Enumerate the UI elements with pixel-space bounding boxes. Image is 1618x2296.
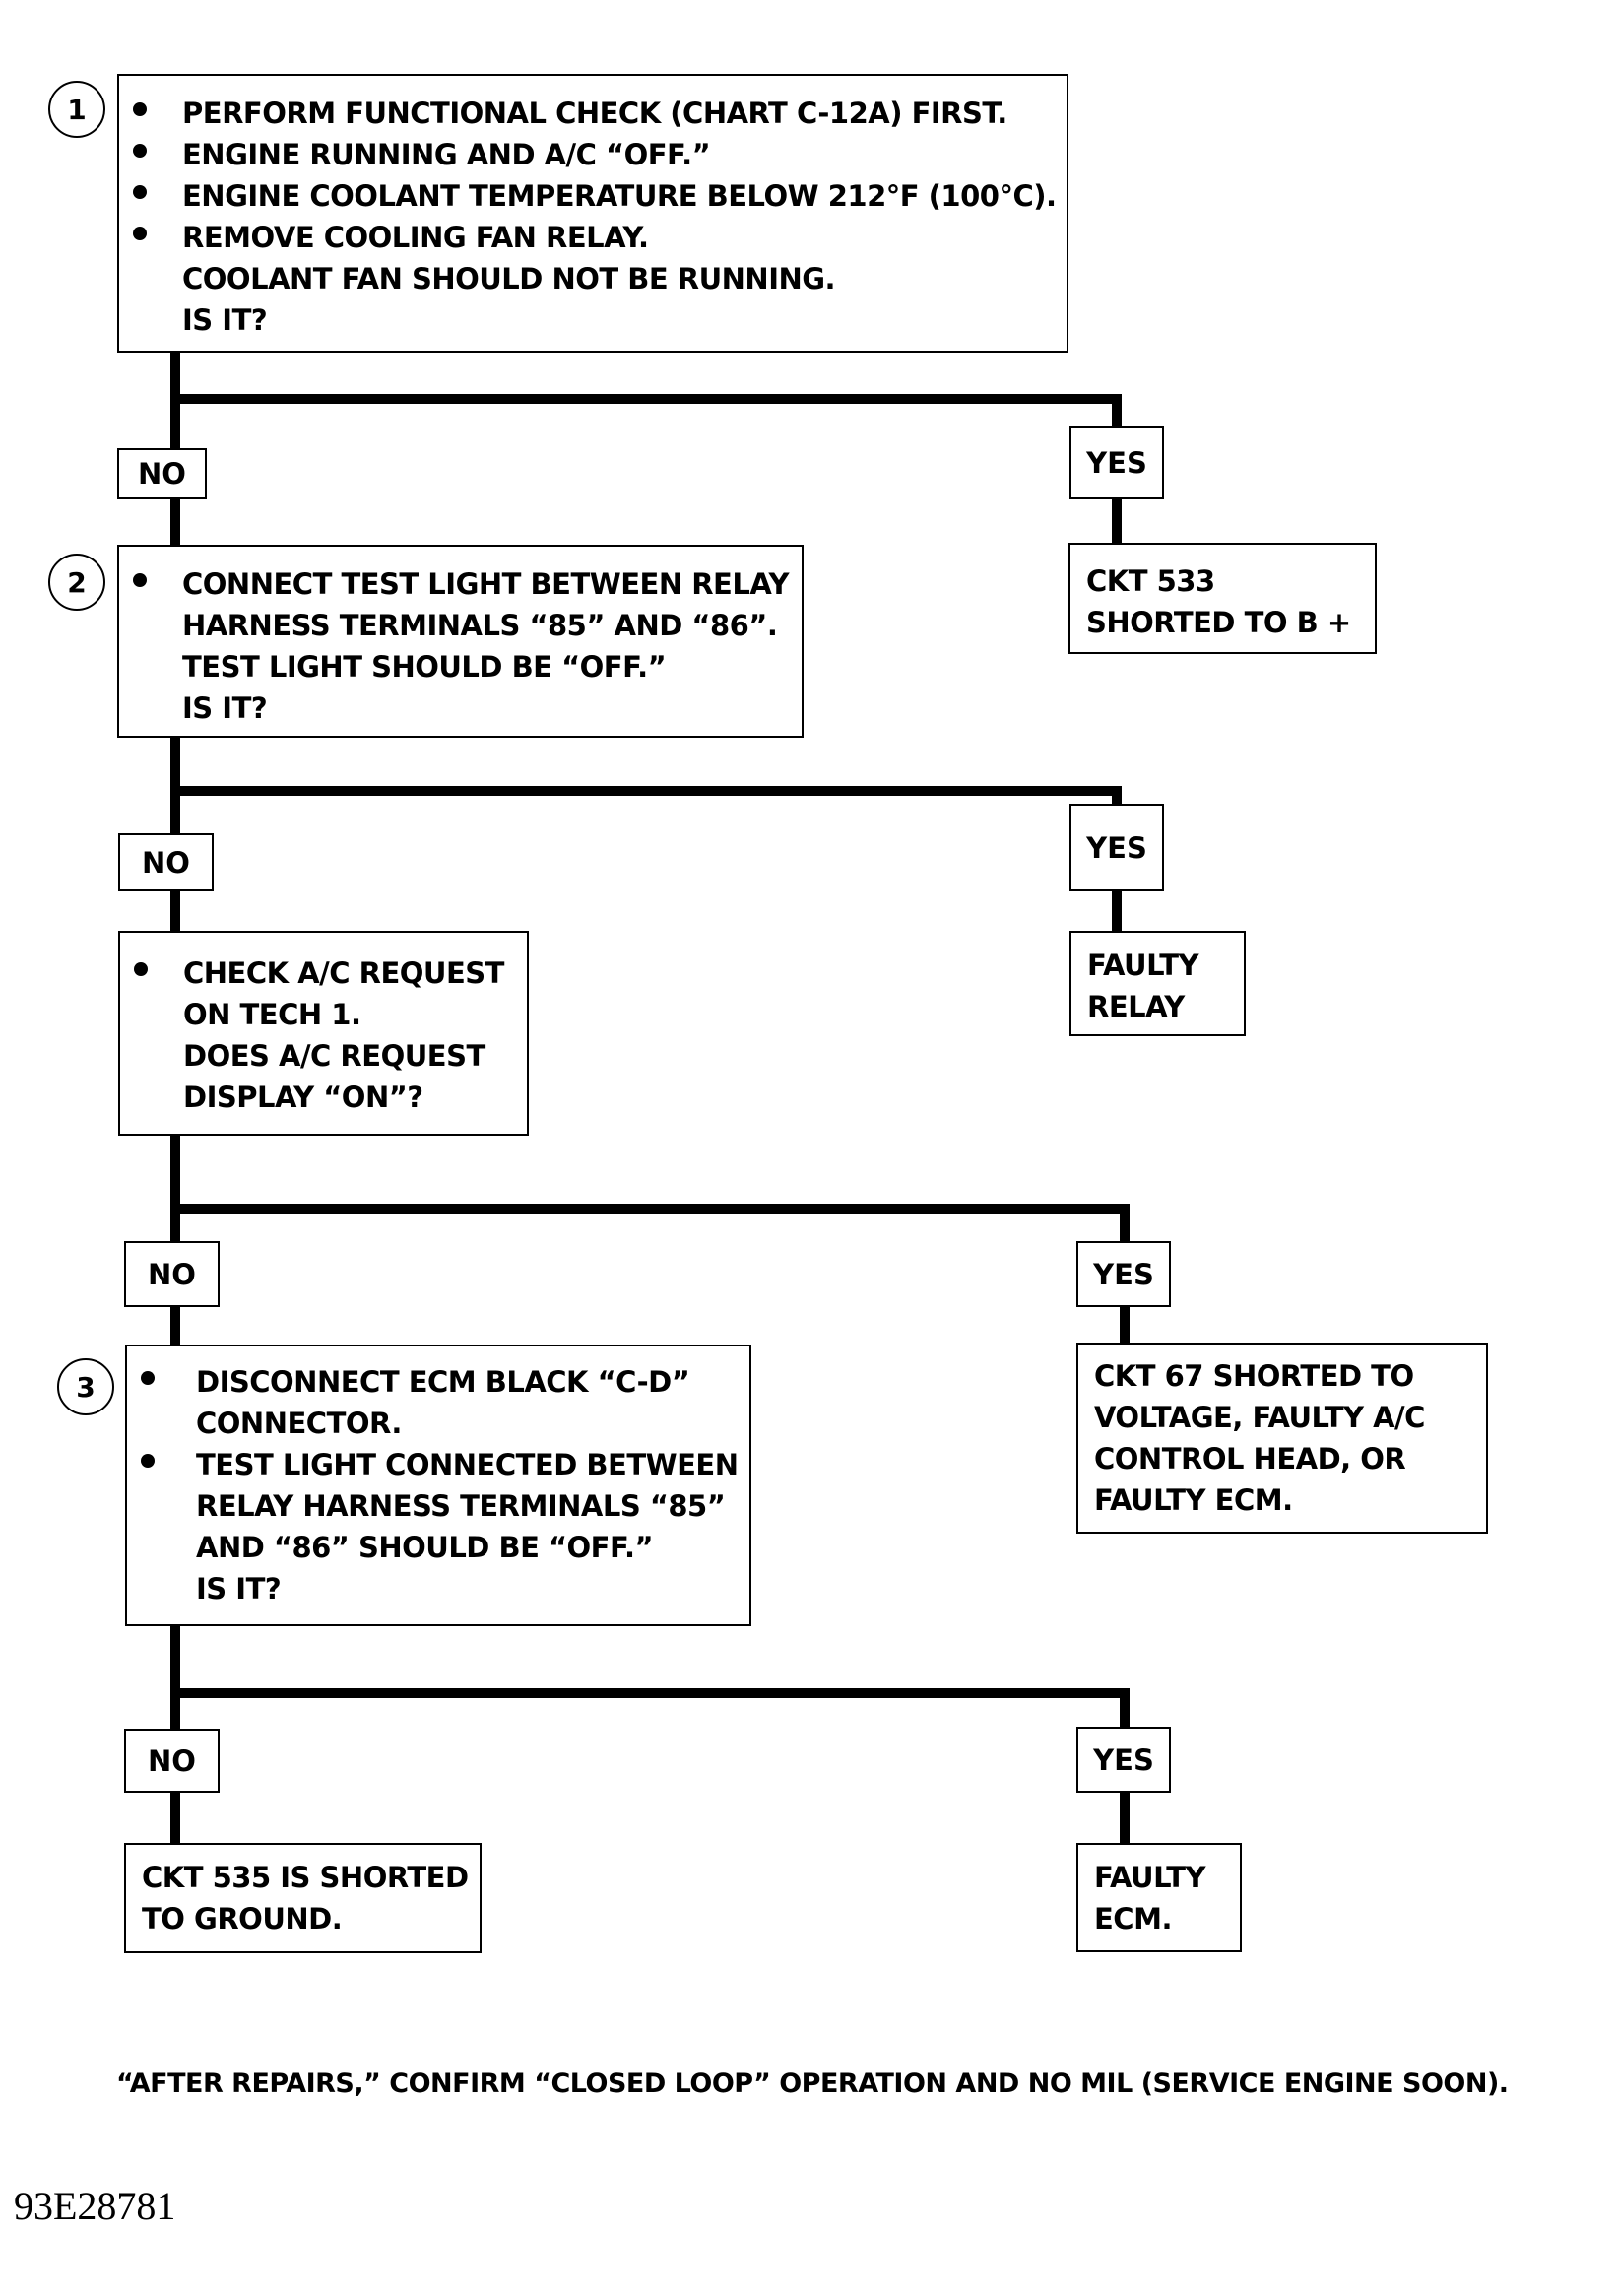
step-ac-request-question: DISPLAY “ON”? [183,1081,423,1114]
step-1-bullet: ENGINE RUNNING AND A/C “OFF.” [119,134,1067,175]
figure-id: 93E28781 [14,2184,176,2228]
connector-step3-yes [175,1688,1130,1729]
result-line: FAULTY [1087,949,1199,982]
step-3-bullet: DISCONNECT ECM BLACK “C-D” [127,1361,749,1403]
result-line: SHORTED TO B + [1086,606,1351,639]
step-3-box: DISCONNECT ECM BLACK “C-D” CONNECTOR. TE… [125,1345,751,1626]
step-2-yes-result: FAULTY RELAY [1069,931,1246,1036]
step-1-yes-label: YES [1069,426,1164,499]
step-3-bullet: TEST LIGHT CONNECTED BETWEEN [127,1444,749,1485]
step-number-3: 3 [57,1358,114,1415]
step-1-text: COOLANT FAN SHOULD NOT BE RUNNING. [182,262,836,295]
step-1-question: IS IT? [182,303,268,337]
step-2-yes-label: YES [1069,804,1164,891]
result-line: ECM. [1094,1902,1172,1935]
step-2-no-label: NO [118,833,214,891]
bullet-dot [133,102,147,116]
step-ac-request-bullet: CHECK A/C REQUEST [120,952,527,994]
step-3-yes-label: YES [1076,1727,1171,1793]
step-ac-request-no-label: NO [124,1241,220,1307]
step-3-text: AND “86” SHOULD BE “OFF.” [196,1531,654,1564]
step-number-1: 1 [48,81,105,138]
step-1-box: PERFORM FUNCTIONAL CHECK (CHART C-12A) F… [117,74,1068,353]
step-2-question: IS IT? [182,691,268,725]
step-1-yes-result: CKT 533 SHORTED TO B + [1068,543,1377,654]
result-line: VOLTAGE, FAULTY A/C [1094,1401,1425,1434]
result-line: CKT 67 SHORTED TO [1094,1359,1414,1393]
step-3-yes-result: FAULTY ECM. [1076,1843,1242,1952]
bullet-dot [133,227,147,240]
result-line: CONTROL HEAD, OR [1094,1442,1406,1476]
bullet-dot [133,573,147,587]
result-line: FAULTY [1094,1861,1206,1894]
step-2-bullet: CONNECT TEST LIGHT BETWEEN RELAY [119,563,802,605]
connector-step2-yes [175,786,1122,806]
bullet-dot [134,962,148,976]
step-ac-request-yes-result: CKT 67 SHORTED TO VOLTAGE, FAULTY A/C CO… [1076,1343,1488,1534]
connector-step1-yes [175,394,1122,428]
step-3-text: RELAY HARNESS TERMINALS “85” [196,1489,726,1523]
step-3-text: CONNECTOR. [196,1407,402,1440]
step-1-bullet: REMOVE COOLING FAN RELAY. [119,217,1067,258]
result-line: RELAY [1087,990,1185,1023]
step-1-no-label: NO [117,448,207,499]
result-line: CKT 535 IS SHORTED [142,1861,469,1894]
bullet-dot [133,144,147,158]
step-1-bullet: PERFORM FUNCTIONAL CHECK (CHART C-12A) F… [119,93,1067,134]
step-1-bullet: ENGINE COOLANT TEMPERATURE BELOW 212°F (… [119,175,1067,217]
bullet-dot [141,1371,155,1385]
step-ac-request-text: DOES A/C REQUEST [183,1039,485,1073]
bullet-dot [141,1454,155,1468]
step-ac-request-text: ON TECH 1. [183,998,361,1031]
result-line: FAULTY ECM. [1094,1483,1293,1517]
step-ac-request-box: CHECK A/C REQUEST ON TECH 1. DOES A/C RE… [118,931,529,1136]
step-ac-request-yes-label: YES [1076,1241,1171,1307]
step-2-text: TEST LIGHT SHOULD BE “OFF.” [182,650,667,684]
step-number-2: 2 [48,554,105,611]
connector-check-yes [175,1204,1130,1243]
step-3-no-label: NO [124,1729,220,1793]
result-line: CKT 533 [1086,564,1215,598]
step-3-no-result: CKT 535 IS SHORTED TO GROUND. [124,1843,482,1953]
result-line: TO GROUND. [142,1902,343,1935]
bullet-dot [133,185,147,199]
step-2-text: HARNESS TERMINALS “85” AND “86”. [182,609,778,642]
step-3-question: IS IT? [196,1572,282,1606]
footer-note: “AFTER REPAIRS,” CONFIRM “CLOSED LOOP” O… [116,2068,1509,2099]
step-2-box: CONNECT TEST LIGHT BETWEEN RELAY HARNESS… [117,545,804,738]
